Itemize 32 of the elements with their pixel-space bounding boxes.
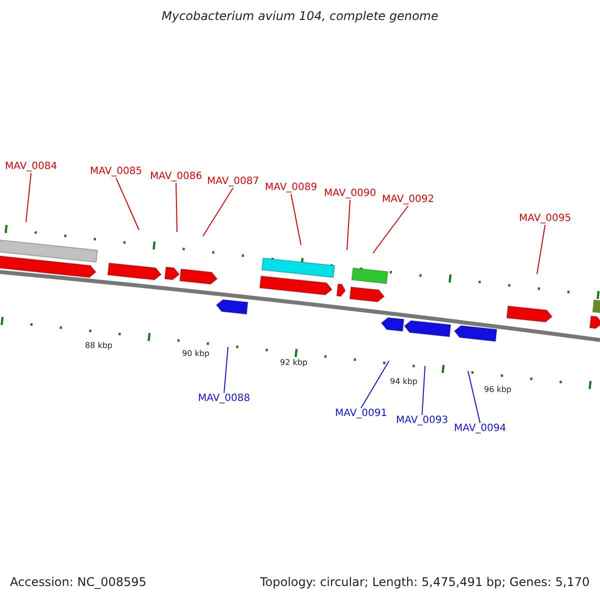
leader-line <box>372 206 409 254</box>
gene-label: MAV_0086 <box>150 171 202 183</box>
scale-label: 90 kbp <box>182 348 210 360</box>
leader-line <box>468 370 481 424</box>
gene-label: MAV_0087 <box>207 176 260 188</box>
accession-text: Accession: NC_008595 <box>10 576 146 588</box>
gene-label: MAV_0092 <box>382 194 434 206</box>
leader-line <box>224 346 228 394</box>
leader-line <box>422 366 426 416</box>
gene-label: MAV_0091 <box>335 408 388 420</box>
gene-label: MAV_0093 <box>396 415 448 427</box>
leader-line <box>202 188 234 236</box>
gene-label: MAV_0090 <box>324 188 376 200</box>
gene-label: MAV_0088 <box>198 393 250 405</box>
leader-line <box>116 178 140 230</box>
gene-label: MAV_0084 <box>5 161 58 173</box>
leader-line <box>536 224 546 274</box>
scale-label: 96 kbp <box>484 384 512 396</box>
leader-line <box>360 360 390 408</box>
scale-label: 92 kbp <box>280 357 308 369</box>
leader-line <box>26 172 32 222</box>
gene-label: MAV_0094 <box>454 423 506 435</box>
scale-label: 94 kbp <box>390 376 418 388</box>
gene-label: MAV_0095 <box>519 213 572 225</box>
gene-label: MAV_0089 <box>265 182 318 194</box>
gene-label: MAV_0085 <box>90 166 142 178</box>
genome-summary-text: Topology: circular; Length: 5,475,491 bp; Genes: 5,170 <box>260 576 590 588</box>
leader-line <box>176 182 178 232</box>
leader-line <box>346 200 351 250</box>
scale-label: 88 kbp <box>85 340 113 352</box>
title: Mycobacterium avium 104, complete genome <box>160 10 440 22</box>
leader-line <box>290 194 302 246</box>
